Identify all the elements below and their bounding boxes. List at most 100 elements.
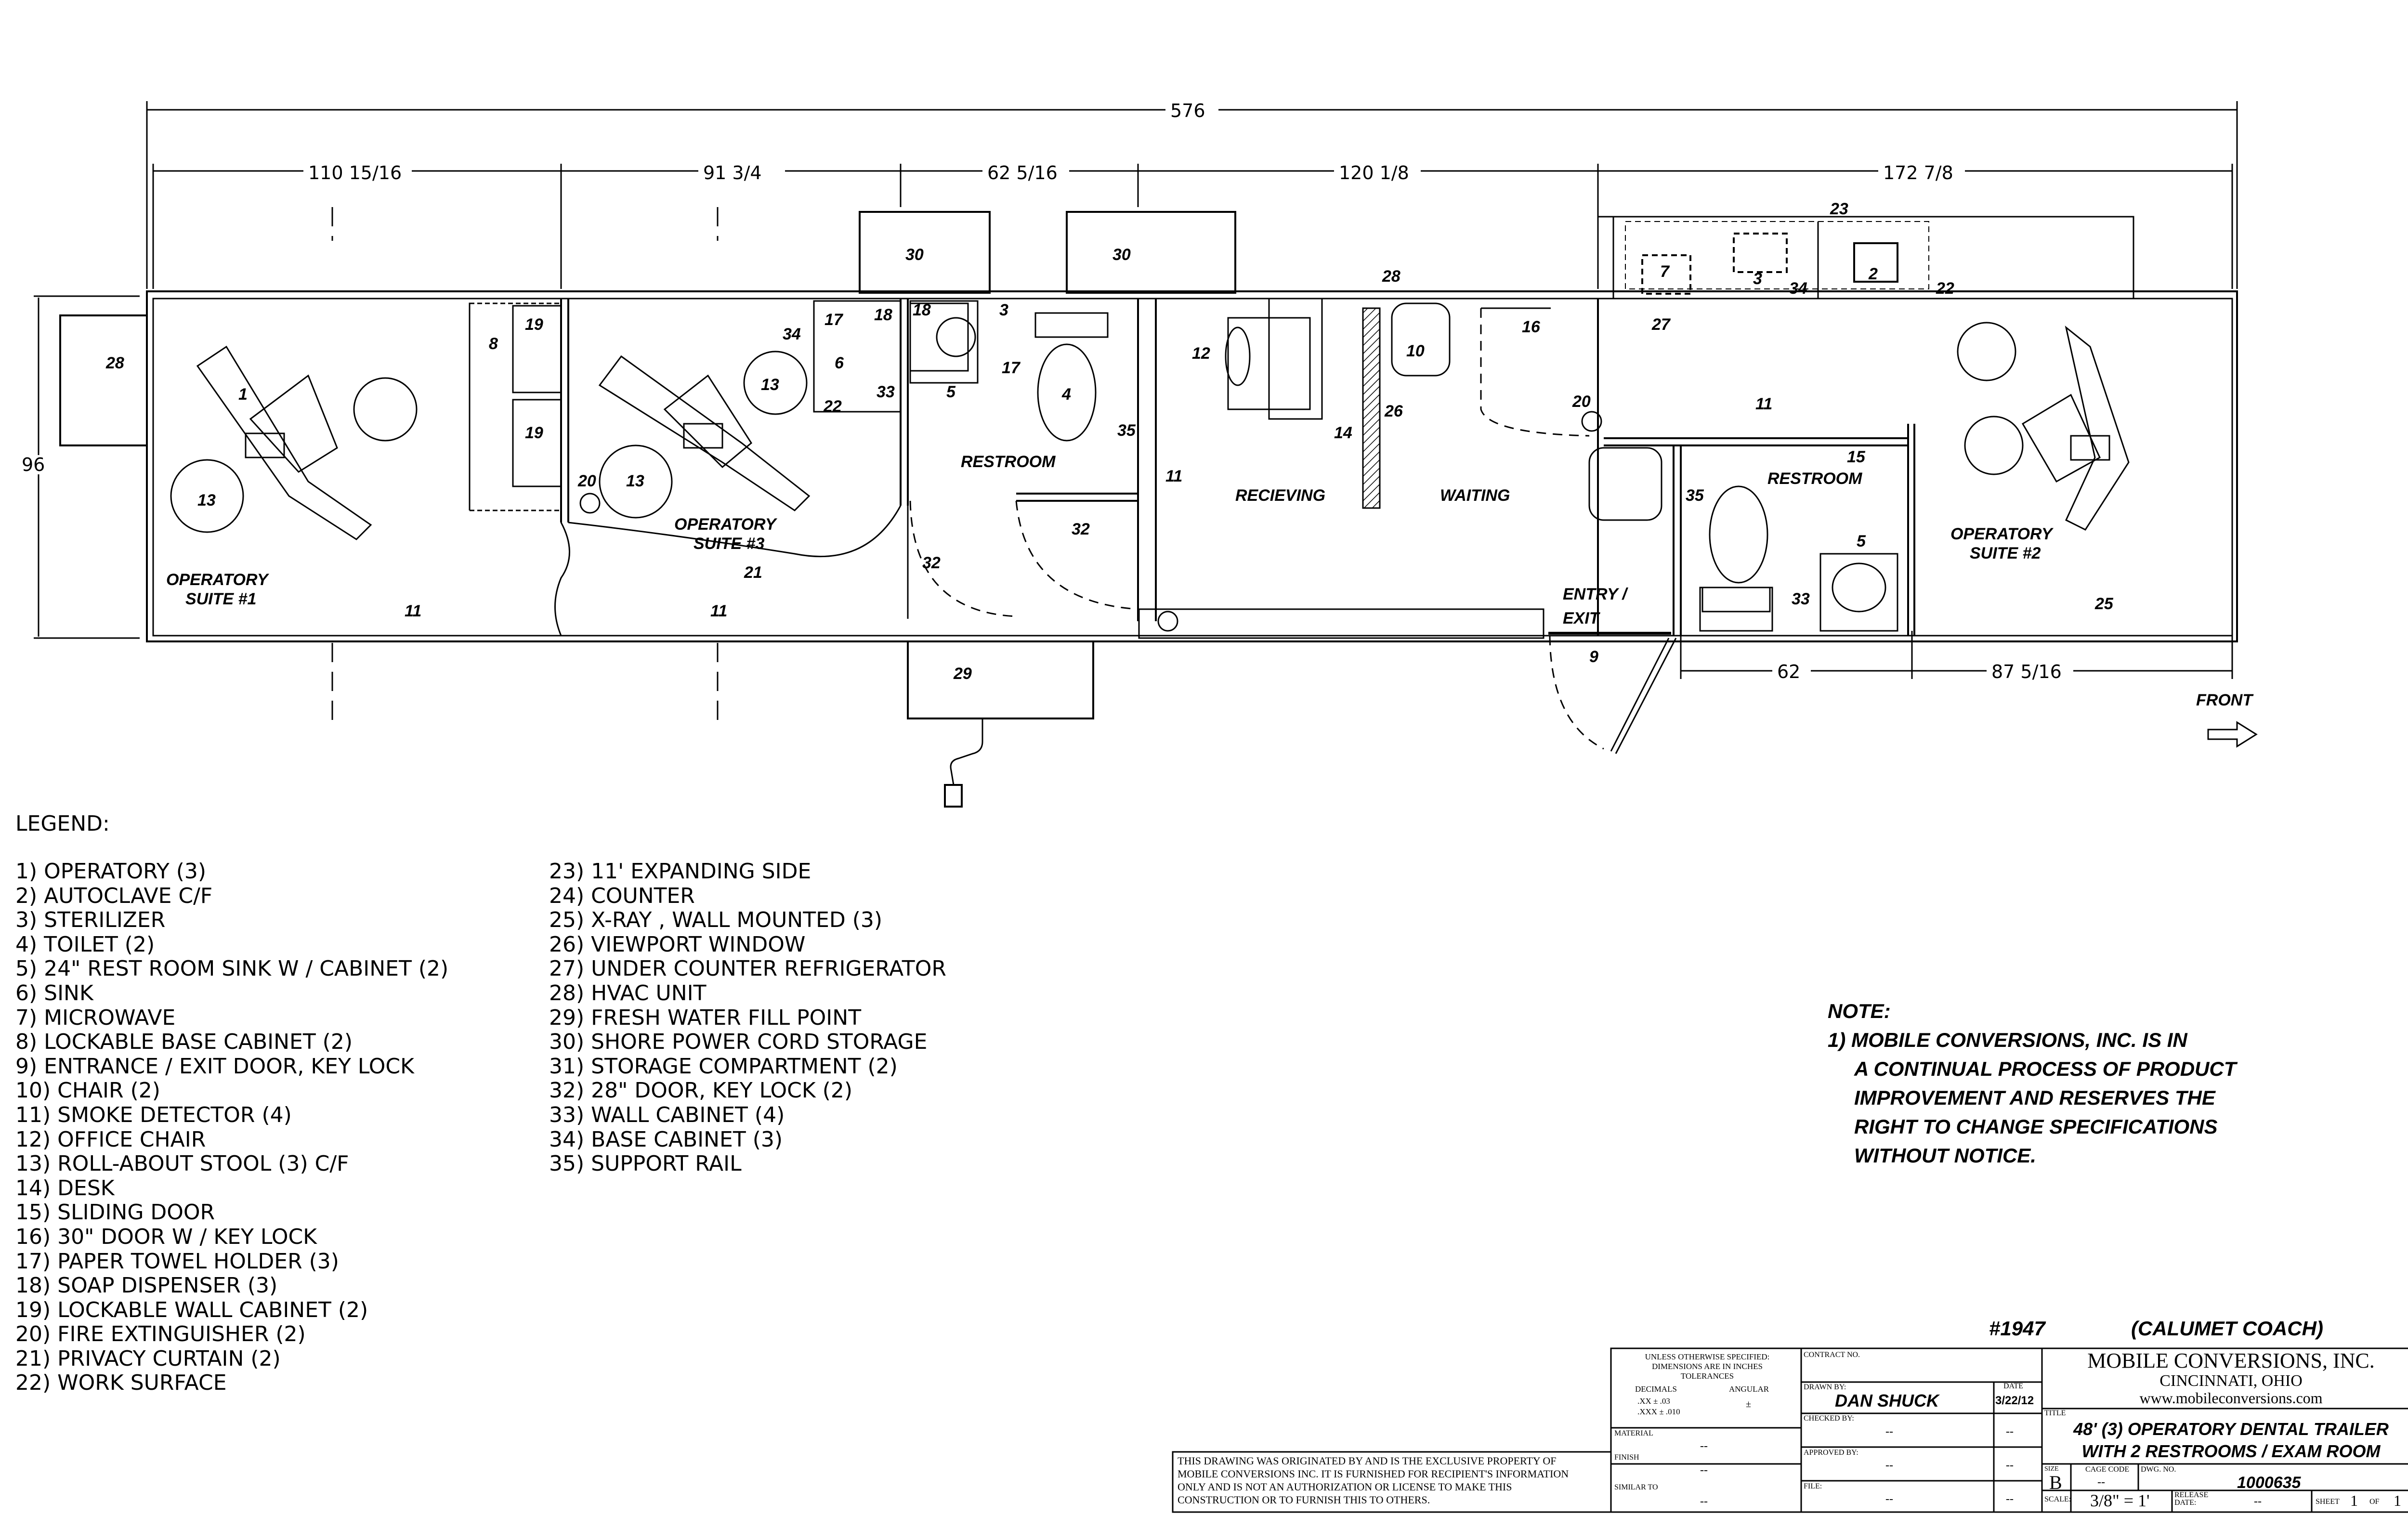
legend-left-item-6: 6) SINK [15, 980, 93, 1005]
company-website: www.mobileconversions.com [2139, 1389, 2323, 1407]
approved-label: APPROVED BY: [1804, 1449, 1858, 1457]
toilet-bowl-right [1709, 485, 1768, 584]
legend-right-item-12: 34) BASE CABINET (3) [549, 1127, 783, 1152]
stool-suite3 [743, 351, 808, 415]
callout-4: 4 [1061, 385, 1071, 404]
scale-label: SCALE: [2044, 1495, 2071, 1503]
legend-left-item-7: 7) MICROWAVE [15, 1005, 176, 1030]
file-value: -- [1885, 1493, 1893, 1505]
dimension-lines [34, 101, 2238, 727]
callout-13b: 13 [626, 472, 644, 490]
sheet-number: 1 [2350, 1492, 2358, 1509]
contract-label: CONTRACT NO. [1804, 1351, 1860, 1359]
legend-left-item-16: 16) 30" DOOR W / KEY LOCK [15, 1224, 317, 1249]
label-suite2-line1: OPERATORY [1950, 525, 2054, 543]
finish-label: FINISH [1614, 1453, 1639, 1462]
note-line-4: RIGHT TO CHANGE SPECIFICATIONS [1854, 1115, 2218, 1138]
interior-walls [469, 298, 1915, 754]
dim-seg3: 62 5/16 [987, 162, 1058, 183]
finish-value: -- [1700, 1464, 1708, 1476]
callout-21: 21 [744, 563, 762, 582]
legend-left-item-15: 15) SLIDING DOOR [15, 1200, 215, 1225]
size-value: B [2049, 1472, 2062, 1493]
dim-seg1: 110 15/16 [308, 162, 402, 183]
legend-left-item-22: 22) WORK SURFACE [15, 1370, 227, 1396]
callout-11b: 11 [405, 602, 421, 620]
callout-11d: 11 [1755, 395, 1772, 413]
legend-left-item-1: 1) OPERATORY (3) [15, 859, 207, 884]
stool-suite2-b [1964, 416, 2024, 475]
stool-suite2-a [1957, 322, 2016, 381]
drawing-title: 48' (3) OPERATORY DENTAL TRAILER WITH 2 … [2042, 1418, 2408, 1462]
title-block-lines [1172, 1347, 2408, 1513]
sheet-total: 1 [2394, 1492, 2401, 1509]
callout-23: 23 [1830, 200, 1848, 218]
toilet-bowl-left [1037, 343, 1097, 442]
legend-left-item-2: 2) AUTOCLAVE C/F [15, 883, 213, 908]
legend-left-item-20: 20) FIRE EXTINGUISHER (2) [15, 1322, 306, 1347]
operatory-chair-3 [598, 355, 811, 511]
chair-10-receiving [1391, 302, 1451, 377]
legend-left-item-5: 5) 24" REST ROOM SINK W / CABINET (2) [15, 956, 449, 981]
scale-value: 3/8" = 1' [2090, 1491, 2150, 1510]
dim-width: 96 [22, 454, 45, 475]
callout-11c: 11 [710, 602, 727, 620]
label-suite2-line2: SUITE #2 [1970, 544, 2041, 562]
callout-13a: 13 [197, 491, 216, 509]
dwg-no: 1000635 [2237, 1474, 2301, 1492]
callout-20a: 20 [577, 472, 596, 490]
callout-3b: 3 [1753, 270, 1762, 288]
callout-18a: 18 [874, 306, 892, 324]
legend-right-item-6: 28) HVAC UNIT [549, 980, 707, 1005]
title-label: TITLE [2044, 1409, 2066, 1417]
company-block: MOBILE CONVERSIONS, INC. CINCINNATI, OHI… [2042, 1349, 2408, 1407]
callout-22a: 22 [823, 397, 842, 416]
callout-16: 16 [1522, 318, 1541, 336]
callout-31b: 30 [1112, 246, 1131, 264]
label-suite3-line2: SUITE #3 [694, 535, 764, 553]
similar-label: SIMILAR TO [1614, 1483, 1658, 1491]
callout-27: 27 [1651, 315, 1671, 334]
callout-33a: 33 [877, 383, 895, 401]
dim-suite2-width: 87 5/16 [1991, 661, 2062, 682]
stool-13-suite1 [170, 459, 244, 533]
fixtures [170, 302, 2258, 748]
legend-left-item-17: 17) PAPER TOWEL HOLDER (3) [15, 1249, 339, 1274]
callout-19b: 19 [525, 424, 543, 442]
proprietary-notice: THIS DRAWING WAS ORIGINATED BY AND IS TH… [1178, 1454, 1569, 1506]
label-suite1-line1: OPERATORY [166, 571, 270, 589]
legend-right-item-7: 29) FRESH WATER FILL POINT [549, 1005, 862, 1030]
material-label: MATERIAL [1614, 1429, 1653, 1437]
title-line-1: 48' (3) OPERATORY DENTAL TRAILER [2073, 1419, 2389, 1439]
dim-seg2: 91 3/4 [703, 162, 762, 183]
callout-2: 2 [1868, 265, 1878, 283]
legend-left-item-10: 10) CHAIR (2) [15, 1078, 160, 1103]
checked-value: -- [1885, 1425, 1893, 1438]
title-line-2: WITH 2 RESTROOMS / EXAM ROOM [2081, 1441, 2381, 1461]
front-arrow [2207, 721, 2258, 748]
proprietary-line-2: MOBILE CONVERSIONS INC. IT IS FURNISHED … [1178, 1468, 1569, 1480]
tolerance-block: UNLESS OTHERWISE SPECIFIED: DIMENSIONS A… [1616, 1352, 1799, 1381]
legend-left-item-9: 9) ENTRANCE / EXIT DOOR, KEY LOCK [15, 1054, 415, 1079]
callout-14: 14 [1334, 424, 1352, 442]
legend-left-item-18: 18) SOAP DISPENSER (3) [15, 1273, 278, 1298]
dimension-labels: 576 110 15/16 91 3/4 62 5/16 120 1/8 172… [19, 100, 2073, 682]
tolerance-line-2: DIMENSIONS ARE IN INCHES [1652, 1362, 1763, 1371]
proprietary-line-3: ONLY AND IS NOT AN AUTHORIZATION OR LICE… [1178, 1481, 1512, 1493]
callout-8: 8 [489, 335, 498, 353]
toilet-tank-left [1034, 312, 1109, 338]
dim-restroom-width: 62 [1777, 661, 1800, 682]
release-value: -- [2254, 1495, 2262, 1508]
note-title: NOTE: [1828, 1000, 1891, 1022]
callout-1: 1 [238, 385, 248, 404]
stool-suite1 [353, 377, 418, 442]
legend-left-item-19: 19) LOCKABLE WALL CABINET (2) [15, 1297, 368, 1322]
callout-6: 6 [835, 354, 844, 372]
date-label: DATE [2003, 1382, 2023, 1390]
callout-25: 25 [2094, 595, 2114, 613]
room-labels: OPERATORY SUITE #1 OPERATORY SUITE #3 OP… [166, 453, 2254, 709]
note-line-1: 1) MOBILE CONVERSIONS, INC. IS IN [1828, 1029, 2187, 1051]
cage-value: -- [2097, 1476, 2105, 1488]
legend-left-item-8: 8) LOCKABLE BASE CABINET (2) [15, 1030, 353, 1055]
legend-right-item-13: 35) SUPPORT RAIL [549, 1151, 742, 1176]
